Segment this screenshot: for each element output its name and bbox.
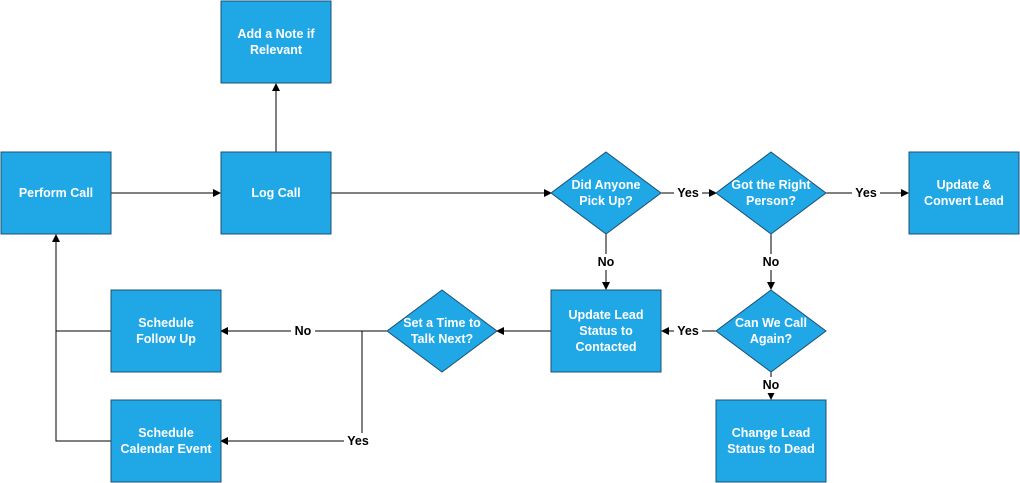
node-update-convert-lead: Update & Convert Lead <box>908 151 1020 235</box>
node-label-line: Add a Note if <box>237 27 315 41</box>
node-label-line: Again? <box>750 332 792 346</box>
node-label-line: Update Lead <box>568 308 643 322</box>
label-settime-no: No <box>291 323 315 339</box>
node-label-line: Talk Next? <box>411 332 473 346</box>
node-label-line: Set a Time to <box>403 316 481 330</box>
node-label-line: Convert Lead <box>924 194 1004 208</box>
node-label-line: Follow Up <box>136 332 196 346</box>
label-pickup-yes: Yes <box>674 185 702 201</box>
node-label-line: Schedule <box>138 316 194 330</box>
node-label-line: Log Call <box>251 186 300 200</box>
node-label-line: Did Anyone <box>572 178 641 192</box>
label-pickup-no: No <box>594 254 618 270</box>
edge-calendar-to-perform <box>55 331 111 442</box>
node-label-line: Schedule <box>138 426 194 440</box>
edge-followup-to-perform <box>52 234 111 332</box>
node-label-line: Got the Right <box>731 178 811 192</box>
node-label-line: Perform Call <box>19 186 93 200</box>
node-label-line: Change Lead <box>732 426 811 440</box>
node-label-line: Status to Dead <box>727 442 815 456</box>
node-label-line: Update & <box>937 178 992 192</box>
label-callagain-yes: Yes <box>674 323 702 339</box>
node-label-line: Person? <box>746 194 796 208</box>
node-perform-call: Perform Call <box>0 151 112 235</box>
label-callagain-no: No <box>759 377 783 393</box>
svg-text:Yes: Yes <box>855 186 877 200</box>
label-person-yes: Yes <box>852 185 880 201</box>
svg-text:No: No <box>763 378 780 392</box>
node-label-line: Relevant <box>250 43 303 57</box>
svg-text:No: No <box>598 255 615 269</box>
node-log-call: Log Call <box>220 151 332 235</box>
svg-text:No: No <box>763 255 780 269</box>
edge-settime-to-calendar <box>220 330 387 445</box>
node-label-line: Contacted <box>575 340 636 354</box>
svg-text:Yes: Yes <box>677 186 699 200</box>
node-add-note: Add a Note if Relevant <box>220 0 332 84</box>
svg-text:Perform Call: Perform Call <box>19 186 93 200</box>
svg-text:Update &Convert Lead: Update & Convert Lead <box>924 178 1004 208</box>
svg-text:Yes: Yes <box>347 434 369 448</box>
node-label-line: Can We Call <box>735 316 807 330</box>
svg-text:Yes: Yes <box>677 324 699 338</box>
node-label-line: Pick Up? <box>579 194 633 208</box>
label-settime-yes: Yes <box>344 433 372 449</box>
node-label-line: Calendar Event <box>120 442 212 456</box>
svg-text:Log Call: Log Call <box>251 186 300 200</box>
node-label-line: Status to <box>579 324 633 338</box>
label-person-no: No <box>759 254 783 270</box>
svg-text:No: No <box>295 324 312 338</box>
decision-set-time-to-talk: Set a Time to Talk Next? <box>386 289 498 373</box>
